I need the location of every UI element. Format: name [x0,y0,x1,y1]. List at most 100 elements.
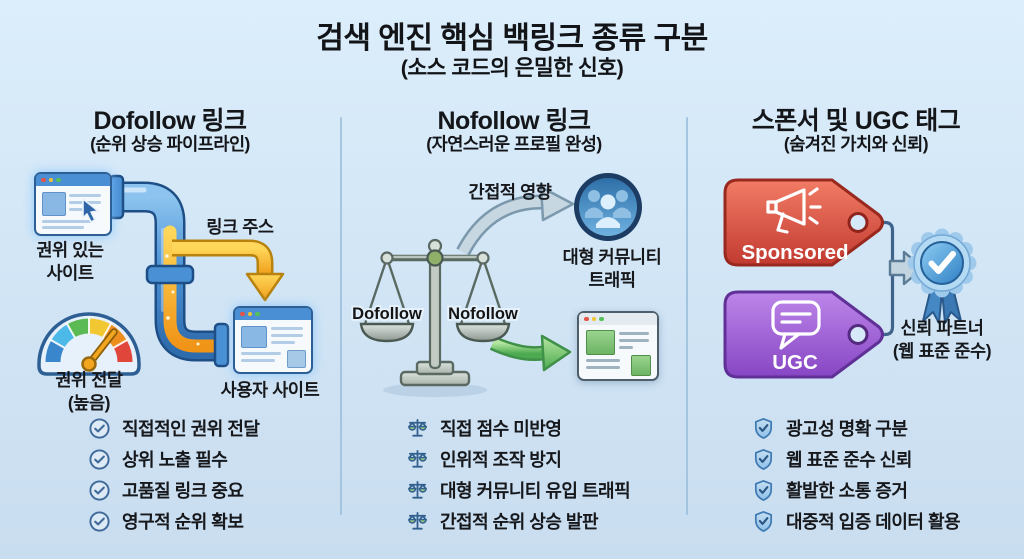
dofollow-pipeline-illustration [37,174,285,376]
green-dot-icon [255,311,260,317]
sponsored-ugc-subheading: (숨겨진 가치와 신뢰) [783,134,929,154]
pipe-graphic [105,174,230,368]
checklist-item-label: 웹 표준 준수 신뢰 [786,450,912,470]
yellow-dot-icon [48,177,53,183]
text-line [619,339,649,342]
text-line [619,346,633,349]
checklist-item: 영구적 순위 확보 [88,510,259,532]
checklist-item: 광고성 명확 구분 [752,417,960,439]
check-circle-icon [89,448,110,470]
checklist-item-label: 고품질 링크 중요 [122,481,244,501]
text-line [241,352,281,355]
nofollow-heading: Nofollow 링크 [437,107,591,135]
page-title: 검색 엔진 핵심 백링크 종류 구분 [316,22,708,55]
link-juice-label: 링크 주스 [206,217,274,237]
checklist-item-label: 간접적 순위 상승 발판 [440,512,599,532]
dofollow-heading: Dofollow 링크 [93,107,247,135]
checklist-item: 간접적 순위 상승 발판 [406,510,630,532]
scale-left-label: Dofollow [352,305,422,323]
yellow-dot-icon [247,311,252,317]
checklist-item: 상위 노출 필수 [88,448,259,470]
link-juice-flow [163,225,225,353]
megaphone-icon [766,187,822,234]
traffic-arrow-green [489,334,572,372]
shield-check-icon [754,510,773,532]
checklist-item: 대형 커뮤니티 유입 트래픽 [406,479,631,501]
sponsored-tag-label: Sponsored [741,241,848,264]
dofollow-checklist: 직접적인 권위 전달 상위 노출 필수 고품질 링크 중요 영구적 순위 확보 [88,417,260,532]
checklist-item: 웹 표준 준수 신뢰 [752,448,960,470]
speech-bubble-icon [771,300,821,350]
scale-right-label: Nofollow [448,305,518,323]
text-line [42,220,92,223]
text-line [271,334,303,337]
ribbon-badge-check-icon [907,228,977,324]
check-circle-icon [89,417,110,439]
authority-site-window [34,172,112,236]
image-placeholder [287,350,306,368]
checklist-item-label: 광고성 명확 구분 [786,419,908,439]
text-line [619,332,649,335]
image-placeholder [241,326,267,348]
checklist-item-label: 인위적 조작 방지 [440,450,562,470]
text-line [69,194,101,197]
indirect-influence-label: 간접적 영향 [468,182,552,202]
checklist-item: 인위적 조작 방지 [406,448,630,470]
text-line [241,359,275,362]
image-placeholder [631,355,651,376]
sponsored-tag: Sponsored [723,178,884,267]
checklist-item: 직접 점수 미반영 [406,417,630,439]
balance-scale-icon [408,480,427,499]
page-subtitle: (소스 코드의 은밀한 신호) [400,56,624,80]
checklist-item: 활발한 소통 증거 [752,479,960,501]
check-circle-icon [89,510,110,532]
authority-gauge-icon [37,312,141,376]
user-site-label: 사용자 사이트 [220,380,320,400]
text-line [271,327,303,330]
ugc-tag: UGC [723,290,884,379]
balance-scale-icon [408,449,427,468]
checklist-item-label: 직접적인 권위 전달 [122,419,260,439]
check-circle-icon [89,479,110,501]
sponsored-ugc-illustration: Sponsored UGC [723,178,977,379]
window-titlebar [235,308,311,320]
window-titlebar [579,313,657,325]
sponsored-ugc-checklist: 광고성 명확 구분 웹 표준 준수 신뢰 활발한 소통 증거 대중적 입증 데이… [752,417,961,532]
column-divider [686,117,688,515]
red-dot-icon [41,177,46,183]
checklist-item: 직접적인 권위 전달 [88,417,260,439]
community-people-icon [574,173,642,241]
text-line [69,208,93,211]
window-titlebar [36,174,110,186]
nofollow-checklist: 직접 점수 미반영 인위적 조작 방지 대형 커뮤니티 유입 트래픽 간접적 순… [406,417,631,532]
nofollow-subheading: (자연스러운 프로필 완성) [426,134,602,154]
checklist-item: 고품질 링크 중요 [88,479,259,501]
balance-scale-icon [408,418,427,437]
nofollow-scale-illustration: Dofollow Nofollow [350,173,642,397]
red-dot-icon [240,311,245,317]
red-dot-icon [584,316,589,322]
checklist-item-label: 영구적 순위 확보 [122,512,244,532]
text-line [271,341,295,344]
text-line [42,226,84,229]
checklist-item-label: 상위 노출 필수 [122,450,228,470]
text-line [586,359,620,362]
cursor-icon [82,198,99,223]
yellow-dot-icon [591,316,596,322]
dofollow-subheading: (순위 상승 파이프라인) [90,134,250,154]
sponsored-ugc-heading: 스폰서 및 UGC 태그 [751,107,961,135]
shield-check-icon [754,479,773,501]
balance-scale-icon [408,511,427,530]
authority-gauge-label: 권위 전달 (높음) [55,370,123,413]
trust-badge-label: 신뢰 파트너 (웹 표준 준수) [892,318,992,361]
checklist-item-label: 직접 점수 미반영 [440,419,562,439]
shield-check-icon [754,417,773,439]
text-line [586,366,620,369]
destination-site-window [577,311,659,381]
checklist-item: 대중적 입증 데이터 활용 [752,510,961,532]
link-juice-arrow [172,239,285,302]
checklist-item-label: 활발한 소통 증거 [786,481,908,501]
checklist-item-label: 대형 커뮤니티 유입 트래픽 [440,481,631,501]
green-dot-icon [56,177,61,183]
authority-site-label: 권위 있는 사이트 [36,240,104,283]
